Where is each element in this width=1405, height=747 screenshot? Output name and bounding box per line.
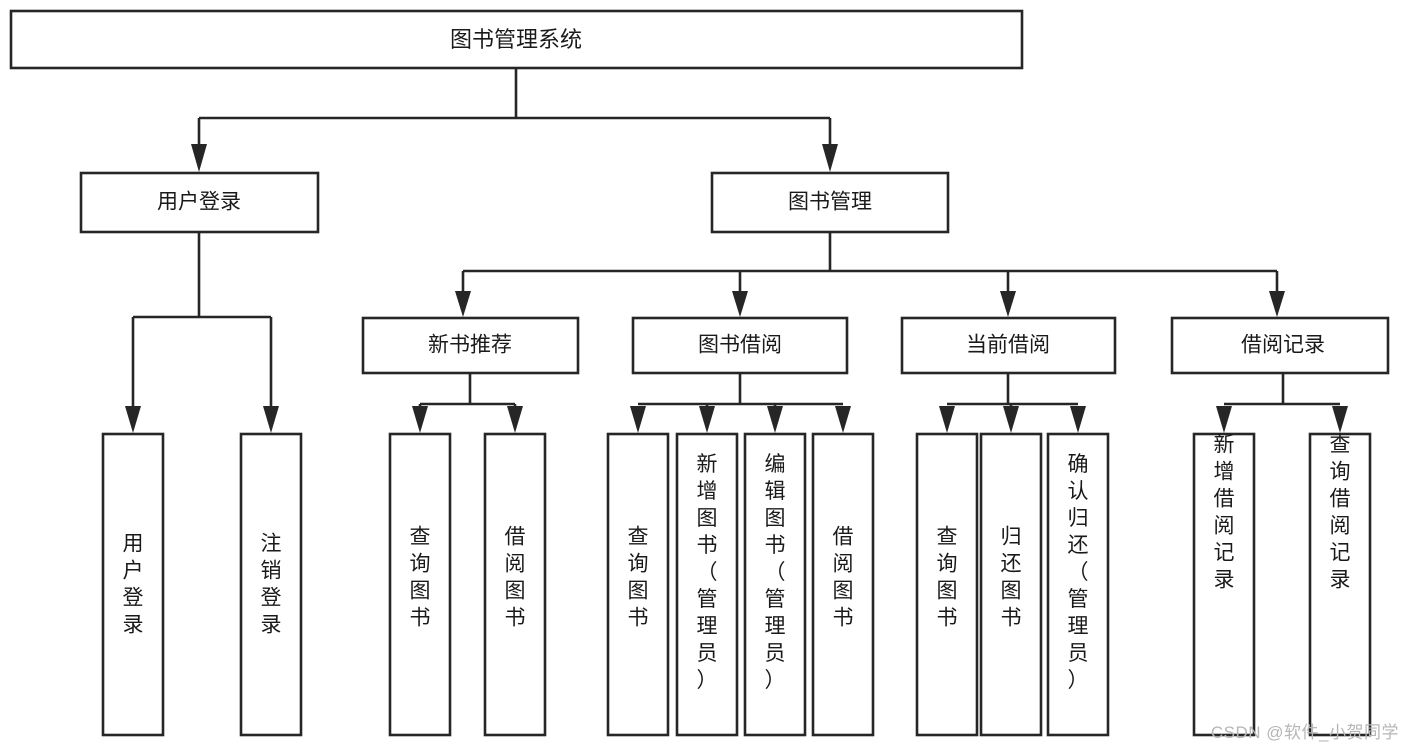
connector-group-current-borrow — [939, 373, 1086, 433]
arrow-root-to-book-manage — [822, 144, 838, 172]
node-leaf-user-login-1-box[interactable] — [101, 432, 165, 737]
arrow-current-borrow-leaf-1 — [939, 406, 955, 433]
node-leaf-new-book-2-box[interactable] — [483, 432, 547, 737]
connector-group-borrow-record — [1216, 373, 1348, 433]
connector-group-root — [191, 68, 838, 172]
node-leaf-book-borrow-2-label: 新增图书（管理员） — [697, 453, 718, 692]
arrow-book-manage-to-book-borrow — [732, 291, 748, 317]
node-leaf-current-borrow-1-label: 查询图书 — [937, 525, 958, 629]
node-leaf-book-borrow-3[interactable]: 编辑图书（管理员） — [743, 432, 807, 737]
node-leaf-new-book-2-label: 借阅图书 — [505, 525, 526, 629]
node-leaf-user-login-2-label: 注销登录 — [261, 532, 282, 636]
node-current-borrow-label: 当前借阅 — [966, 334, 1050, 357]
node-leaf-user-login-1[interactable]: 用户登录 — [101, 432, 165, 737]
node-leaf-borrow-record-2-label: 查询借阅记录 — [1330, 433, 1351, 591]
node-root-label: 图书管理系统 — [450, 27, 582, 52]
node-leaf-current-borrow-3-label: 确认归还（管理员） — [1068, 453, 1089, 692]
arrow-root-to-user-login — [191, 144, 207, 172]
connector-group-user-login — [125, 232, 279, 433]
node-leaf-current-borrow-2-box[interactable] — [979, 432, 1043, 737]
node-leaf-new-book-1-label: 查询图书 — [410, 525, 431, 629]
node-leaf-borrow-record-1-label: 新增借阅记录 — [1214, 433, 1235, 591]
arrow-user-login-leaf-1 — [125, 406, 141, 433]
node-leaf-book-borrow-1-label: 查询图书 — [628, 525, 649, 629]
watermark-credit: CSDN @软件_小贺同学 — [1210, 723, 1399, 742]
node-leaf-new-book-2[interactable]: 借阅图书 — [483, 432, 547, 737]
node-leaf-current-borrow-1[interactable]: 查询图书 — [915, 432, 979, 737]
node-leaf-book-borrow-1-box[interactable] — [606, 432, 670, 737]
arrow-new-book-leaf-1 — [412, 406, 428, 433]
node-borrow-record[interactable]: 借阅记录 — [1170, 316, 1390, 375]
node-book-manage-box[interactable] — [710, 171, 950, 234]
node-leaf-book-borrow-3-label: 编辑图书（管理员） — [765, 453, 786, 692]
node-current-borrow[interactable]: 当前借阅 — [900, 316, 1117, 375]
arrow-borrow-record-leaf-1 — [1216, 406, 1232, 433]
node-leaf-user-login-2-box[interactable] — [239, 432, 303, 737]
node-book-borrow-label: 图书借阅 — [698, 334, 782, 357]
node-leaf-new-book-1-box[interactable] — [388, 432, 452, 737]
node-root-box[interactable] — [9, 9, 1024, 70]
node-borrow-record-box[interactable] — [1170, 316, 1390, 375]
arrow-new-book-leaf-2 — [507, 406, 523, 433]
node-leaf-new-book-1[interactable]: 查询图书 — [388, 432, 452, 737]
arrow-book-borrow-leaf-4 — [835, 406, 851, 433]
arrow-current-borrow-leaf-3 — [1070, 406, 1086, 433]
node-current-borrow-box[interactable] — [900, 316, 1117, 375]
arrow-book-borrow-leaf-2 — [699, 406, 715, 433]
node-leaf-borrow-record-2-box[interactable] — [1308, 432, 1372, 737]
connector-group-book-manage — [455, 232, 1285, 317]
node-leaf-book-borrow-4-box[interactable] — [811, 432, 875, 737]
node-leaf-current-borrow-3-box[interactable] — [1046, 432, 1110, 737]
node-new-book-rec-label: 新书推荐 — [428, 334, 512, 357]
node-new-book-rec[interactable]: 新书推荐 — [361, 316, 580, 375]
node-user-login-box[interactable] — [79, 171, 320, 234]
node-leaf-current-borrow-2[interactable]: 归还图书 — [979, 432, 1043, 737]
node-leaf-book-borrow-4-label: 借阅图书 — [833, 525, 854, 629]
node-leaf-user-login-1-label: 用户登录 — [123, 532, 144, 636]
node-leaf-user-login-2[interactable]: 注销登录 — [239, 432, 303, 737]
node-leaf-book-borrow-2-box[interactable] — [675, 432, 739, 737]
arrow-book-borrow-leaf-1 — [630, 406, 646, 433]
connector-group-new-book-rec — [412, 373, 523, 433]
node-user-login[interactable]: 用户登录 — [79, 171, 320, 234]
node-leaf-book-borrow-4[interactable]: 借阅图书 — [811, 432, 875, 737]
arrow-book-borrow-leaf-3 — [767, 406, 783, 433]
node-book-borrow[interactable]: 图书借阅 — [631, 316, 849, 375]
node-leaf-current-borrow-2-label: 归还图书 — [1001, 525, 1022, 629]
arrow-book-manage-to-borrow-record — [1269, 291, 1285, 317]
arrow-book-manage-to-current-borrow — [1000, 291, 1016, 317]
arrow-borrow-record-leaf-2 — [1332, 406, 1348, 433]
node-leaf-current-borrow-1-box[interactable] — [915, 432, 979, 737]
node-book-borrow-box[interactable] — [631, 316, 849, 375]
node-leaf-borrow-record-1[interactable]: 新增借阅记录 — [1192, 432, 1256, 737]
arrow-current-borrow-leaf-2 — [1003, 406, 1019, 433]
arrow-book-manage-to-new-book — [455, 291, 471, 317]
node-leaf-book-borrow-1[interactable]: 查询图书 — [606, 432, 670, 737]
node-book-manage[interactable]: 图书管理 — [710, 171, 950, 234]
node-leaf-book-borrow-2[interactable]: 新增图书（管理员） — [675, 432, 739, 737]
node-leaf-borrow-record-2[interactable]: 查询借阅记录 — [1308, 432, 1372, 737]
arrow-user-login-leaf-2 — [263, 406, 279, 433]
node-new-book-rec-box[interactable] — [361, 316, 580, 375]
node-root[interactable]: 图书管理系统 — [9, 9, 1024, 70]
node-leaf-borrow-record-1-box[interactable] — [1192, 432, 1256, 737]
node-book-manage-label: 图书管理 — [788, 191, 872, 214]
node-borrow-record-label: 借阅记录 — [1241, 334, 1325, 357]
node-leaf-current-borrow-3[interactable]: 确认归还（管理员） — [1046, 432, 1110, 737]
connector-group-book-borrow — [630, 373, 851, 433]
node-leaf-book-borrow-3-box[interactable] — [743, 432, 807, 737]
node-user-login-label: 用户登录 — [157, 191, 241, 214]
